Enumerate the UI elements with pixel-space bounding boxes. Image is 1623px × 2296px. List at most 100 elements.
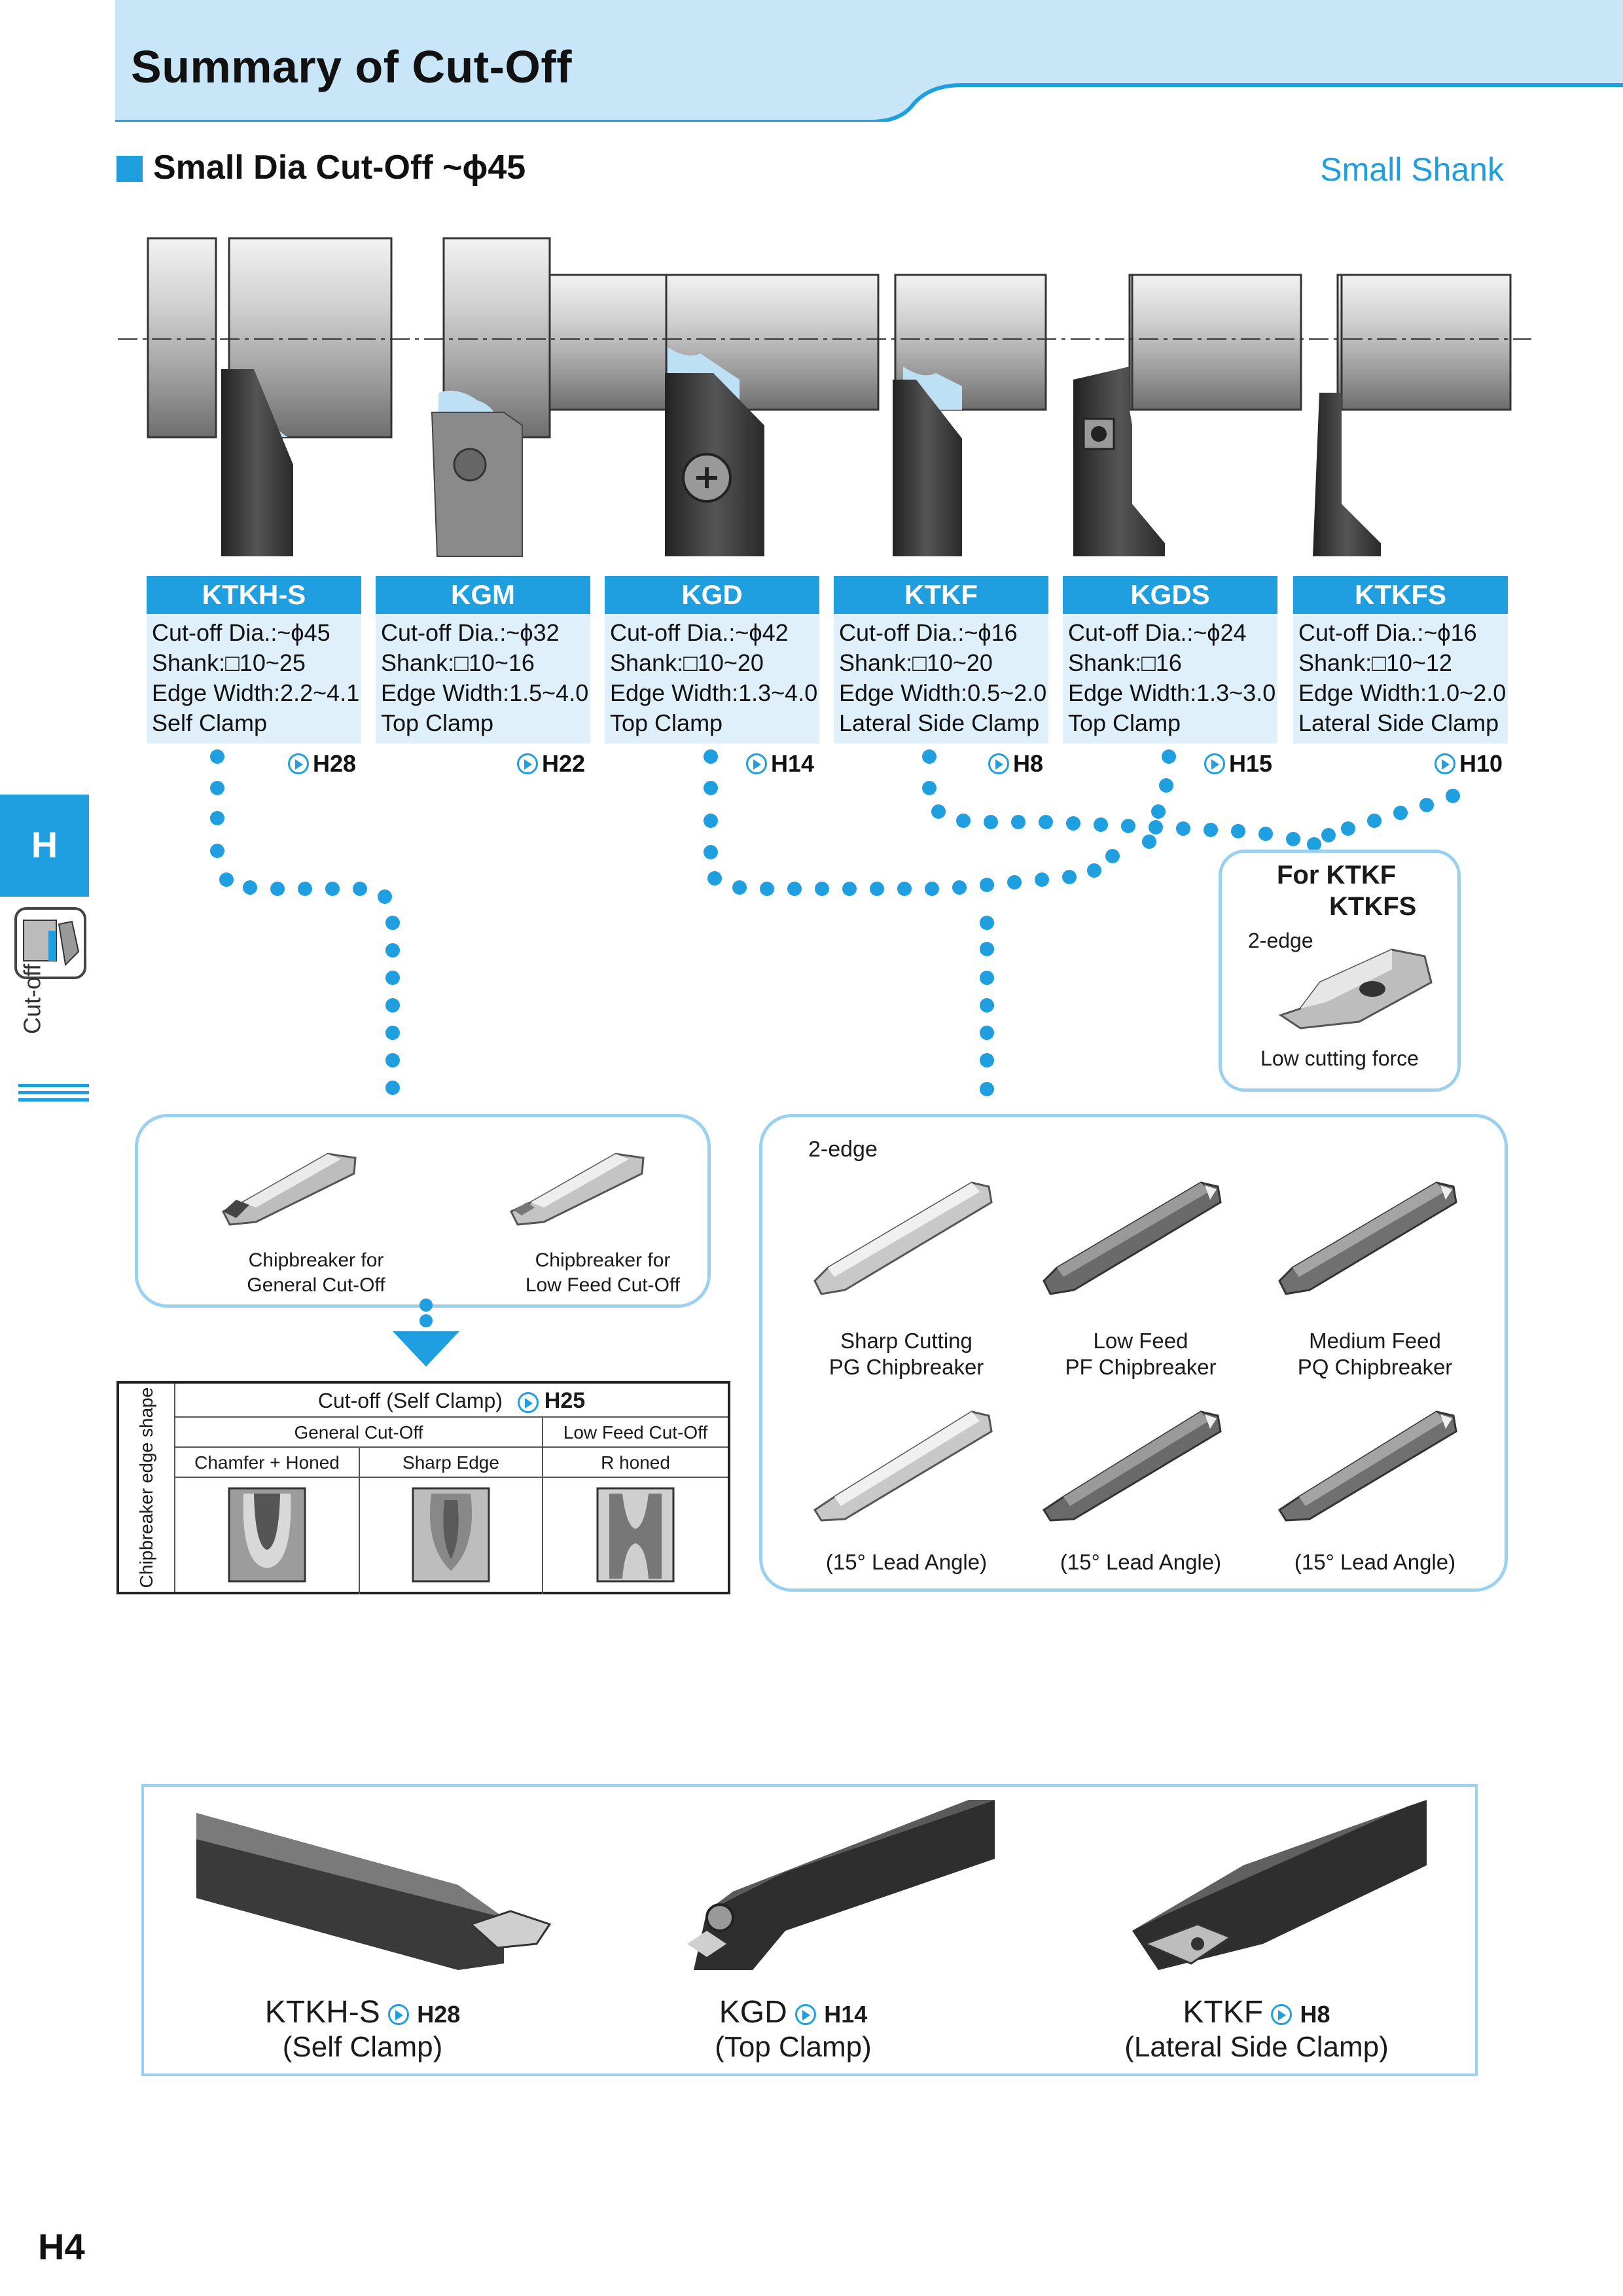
arrow-right-icon — [746, 753, 767, 774]
spec-line: Cut-off Dia.:~ϕ16 — [1298, 619, 1477, 646]
caption-line: Sharp Cutting — [840, 1329, 972, 1353]
spec-line: Cut-off Dia.:~ϕ45 — [152, 619, 330, 646]
product-ktkh-s[interactable]: KTKH-S Cut-off Dia.:~ϕ45 Shank:□10~25 Ed… — [147, 576, 361, 744]
table-header-ref[interactable]: H25 — [544, 1388, 586, 1413]
pq-insert-image — [1278, 1181, 1457, 1295]
spec-line: Top Clamp — [610, 709, 723, 736]
page-ref-link[interactable]: H8 — [988, 750, 1043, 778]
low-feed-cutoff-insert-image — [509, 1153, 645, 1226]
caption-line: PG Chipbreaker — [829, 1355, 984, 1379]
sharp-edge-label: Sharp Edge — [360, 1448, 543, 1478]
edge-count: 2-edge — [1248, 929, 1313, 952]
spec-line: Edge Width:0.5~2.0 — [839, 679, 1047, 706]
r-honed-image-cell — [543, 1478, 728, 1594]
holder-ref[interactable]: H8 — [1300, 2001, 1330, 2028]
page-ref: H28 — [313, 750, 357, 777]
chipbreaker-table: Chipbreaker edge shape Cut-off (Self Cla… — [116, 1381, 730, 1594]
spec-line: Self Clamp — [152, 709, 268, 736]
product-name: KTKH-S — [147, 576, 361, 614]
pg-insert-image — [813, 1181, 993, 1295]
spec-line: Top Clamp — [381, 709, 494, 736]
product-name: KGD — [605, 576, 819, 614]
pf-insert-image — [1043, 1181, 1222, 1295]
section-title: Small Dia Cut-Off ~ϕ45 — [153, 149, 526, 187]
product-ktkfs[interactable]: KTKFS Cut-off Dia.:~ϕ16 Shank:□10~12 Edg… — [1293, 576, 1508, 744]
product-specs: Cut-off Dia.:~ϕ42 Shank:□10~20 Edge Widt… — [605, 614, 819, 744]
table-side-label: Chipbreaker edge shape — [119, 1384, 175, 1592]
lead-angle-caption: (15° Lead Angle) — [1060, 1550, 1222, 1574]
pf-lead-insert-image — [1042, 1410, 1222, 1522]
page-ref-link[interactable]: H28 — [288, 750, 356, 778]
caption-line: PF Chipbreaker — [1065, 1355, 1217, 1379]
arrow-right-icon — [1204, 753, 1225, 774]
product-specs: Cut-off Dia.:~ϕ24 Shank:□16 Edge Width:1… — [1063, 614, 1277, 744]
product-kgds[interactable]: KGDS Cut-off Dia.:~ϕ24 Shank:□16 Edge Wi… — [1063, 576, 1277, 744]
table-header: Cut-off (Self Clamp) H25 — [175, 1384, 728, 1418]
holder-ref[interactable]: H14 — [824, 2001, 868, 2028]
chapter-lines — [18, 1084, 89, 1105]
chapter-tab[interactable]: H — [0, 795, 89, 897]
product-specs: Cut-off Dia.:~ϕ16 Shank:□10~12 Edge Widt… — [1293, 614, 1508, 744]
holder-name: KTKH-S — [264, 1995, 380, 2030]
caption-line: Low Feed Cut-Off — [525, 1274, 681, 1296]
spec-line: Shank:□10~25 — [152, 649, 306, 676]
page-ref-link[interactable]: H22 — [517, 750, 585, 778]
workpiece-illustration — [118, 237, 1531, 557]
chapter-letter: H — [31, 824, 58, 865]
holder-ref[interactable]: H28 — [417, 2001, 461, 2028]
callout-title: For KTKF — [1277, 861, 1397, 889]
page-ref-link[interactable]: H15 — [1204, 750, 1272, 778]
spec-line: Lateral Side Clamp — [839, 709, 1040, 736]
ktkf-insert-image — [1278, 948, 1433, 1030]
low-feed-label: Low Feed Cut-Off — [543, 1418, 728, 1448]
holder-showcase: KTKH-S H28 (Self Clamp) KGD H14 (Top Cla… — [141, 1784, 1478, 2076]
product-kgm[interactable]: KGM Cut-off Dia.:~ϕ32 Shank:□10~16 Edge … — [376, 576, 590, 744]
arrow-right-icon — [794, 2004, 816, 2026]
spec-line: Edge Width:1.0~2.0 — [1298, 679, 1507, 706]
spec-line: Lateral Side Clamp — [1298, 709, 1499, 736]
self-clamp-insert-box: Chipbreaker for General Cut-Off Chipbrea… — [135, 1114, 711, 1308]
ktkh-s-holder-image — [196, 1813, 552, 1970]
caption-line: Low Feed — [1093, 1329, 1188, 1353]
holder-caption: KTKH-S H28 (Self Clamp) — [179, 1996, 546, 2064]
page-ref-link[interactable]: H14 — [746, 750, 814, 778]
spec-line: Cut-off Dia.:~ϕ32 — [381, 619, 560, 646]
insert-caption: Chipbreaker for General Cut-Off — [218, 1248, 414, 1298]
holder-caption: KTKF H8 (Lateral Side Clamp) — [1073, 1996, 1440, 2064]
spec-line: Shank:□10~16 — [381, 649, 535, 676]
product-specs: Cut-off Dia.:~ϕ32 Shank:□10~16 Edge Widt… — [376, 614, 590, 744]
spec-line: Edge Width:1.3~4.0 — [610, 679, 818, 706]
sharp-edge-image — [412, 1487, 490, 1583]
arrow-right-icon — [288, 753, 309, 774]
arrow-right-icon — [517, 753, 538, 774]
holder-clamp: (Self Clamp) — [282, 2031, 443, 2063]
spec-line: Edge Width:1.3~3.0 — [1068, 679, 1276, 706]
page-number: H4 — [38, 2226, 85, 2267]
product-specs: Cut-off Dia.:~ϕ45 Shank:□10~25 Edge Widt… — [147, 614, 361, 744]
holder-name: KGD — [719, 1995, 787, 2030]
holder-clamp: (Lateral Side Clamp) — [1124, 2031, 1389, 2063]
sharp-edge-image-cell — [360, 1478, 543, 1594]
header-band — [115, 0, 1623, 122]
callout-title-2: KTKFS — [1329, 892, 1417, 921]
spec-line: Edge Width:1.5~4.0 — [381, 679, 589, 706]
spec-line: Shank:□10~12 — [1298, 649, 1452, 676]
cutoff-chapter-icon — [14, 907, 86, 979]
r-honed-edge-image — [596, 1487, 675, 1583]
lead-angle-caption: (15° Lead Angle) — [825, 1550, 988, 1574]
arrow-right-icon — [988, 753, 1009, 774]
chamfer-honed-edge-image — [228, 1487, 306, 1583]
low-feed-header: Low Feed Cut-Off R honed — [543, 1418, 728, 1478]
product-kgd[interactable]: KGD Cut-off Dia.:~ϕ42 Shank:□10~20 Edge … — [605, 576, 819, 744]
holder-clamp: (Top Clamp) — [715, 2031, 872, 2063]
holder-caption: KGD H14 (Top Clamp) — [610, 1996, 976, 2064]
arrow-right-icon — [387, 2004, 409, 2026]
lead-angle-caption: (15° Lead Angle) — [1294, 1550, 1456, 1574]
product-ktkf[interactable]: KTKF Cut-off Dia.:~ϕ16 Shank:□10~20 Edge… — [834, 576, 1048, 744]
product-name: KTKF — [834, 576, 1048, 614]
down-arrow-icon — [393, 1299, 459, 1367]
holder-name: KTKF — [1183, 1995, 1264, 2030]
caption-line: Chipbreaker for — [535, 1249, 671, 1271]
page-ref-link[interactable]: H10 — [1435, 750, 1503, 778]
callout-note: Low cutting force — [1260, 1047, 1419, 1070]
